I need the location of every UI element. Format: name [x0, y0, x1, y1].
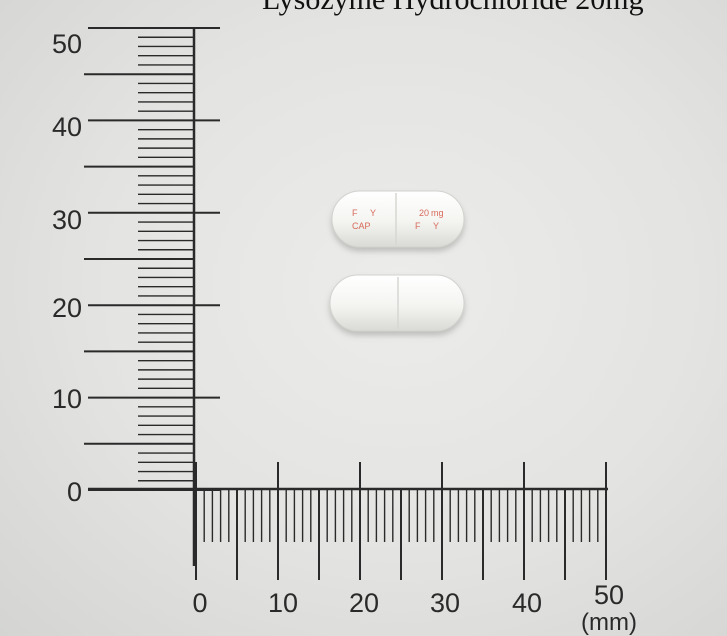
- horizontal-label-40: 40: [512, 588, 542, 618]
- horizontal-label-20: 20: [349, 588, 379, 618]
- ruler-ticks: [84, 27, 608, 580]
- horizontal-label-30: 30: [430, 588, 460, 618]
- imprint-left: CAP: [352, 221, 371, 231]
- horizontal-scale-labels: 0 10 20 30 40 50 (mm): [192, 580, 637, 636]
- svg-text:F: F: [415, 221, 421, 231]
- horizontal-label-10: 10: [268, 588, 298, 618]
- vertical-scale-labels: 50 40 30 20 10 0: [52, 29, 82, 507]
- vertical-label-20: 20: [52, 293, 82, 323]
- imprint-right: mg: [431, 208, 444, 218]
- horizontal-label-0: 0: [192, 588, 207, 618]
- horizontal-label-50: 50: [594, 580, 624, 610]
- svg-text:Y: Y: [370, 208, 376, 218]
- vertical-label-10: 10: [52, 384, 82, 414]
- vertical-label-30: 30: [52, 205, 82, 235]
- vertical-label-40: 40: [52, 112, 82, 142]
- capsule-plain: [329, 274, 465, 332]
- svg-text:F: F: [352, 208, 358, 218]
- capsule-imprinted: F Y CAP 20 mg F Y: [331, 190, 465, 248]
- svg-text:Y: Y: [433, 221, 439, 231]
- vertical-label-50: 50: [52, 29, 82, 59]
- vertical-label-0: 0: [67, 477, 82, 507]
- unit-label: (mm): [581, 609, 637, 636]
- svg-text:20: 20: [419, 208, 429, 218]
